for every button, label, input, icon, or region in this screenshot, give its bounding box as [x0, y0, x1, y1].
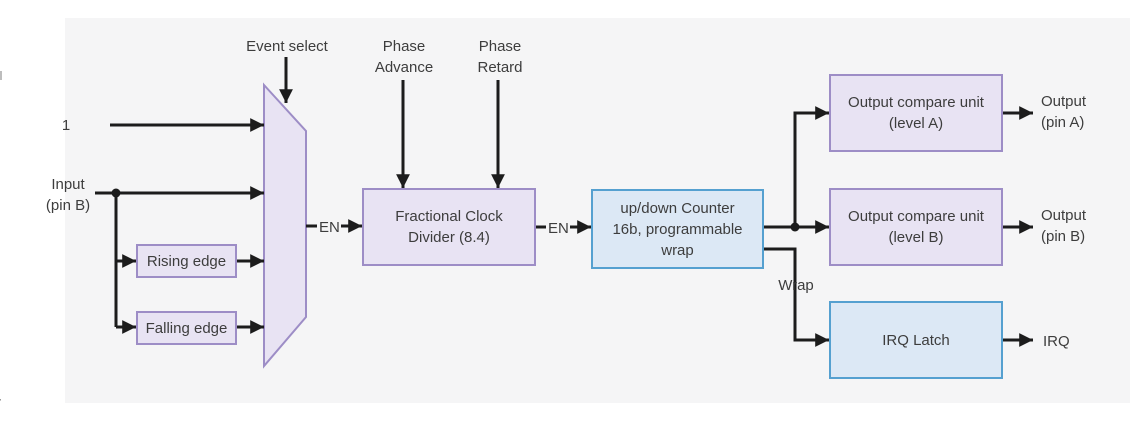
counter-label-line2: 16b, programmable — [612, 220, 743, 238]
event-select-label: Event select — [246, 38, 328, 55]
wire-counter-to-compare-a — [793, 106, 829, 227]
rising-edge-label: Rising edge — [146, 252, 227, 270]
event-mux-shape — [263, 82, 307, 369]
en-divider-out-label: EN — [548, 220, 569, 237]
output-pin-b-label: Output (pin B) — [1041, 207, 1087, 245]
irq-latch-block: IRQ Latch — [829, 301, 1003, 379]
falling-edge-label: Falling edge — [145, 319, 228, 337]
irq-label: IRQ — [1043, 333, 1070, 350]
cropped-text-sliver — [0, 71, 2, 80]
output-compare-b-block: Output compare unit (level B) — [829, 188, 1003, 266]
cropped-text-fragment: n — [0, 274, 1, 294]
divider-label-line2: Divider (8.4) — [408, 229, 490, 246]
const-one-label: 1 — [61, 117, 71, 134]
counter-label-line1: up/down Counter — [620, 199, 735, 217]
compare-a-label-line1: Output compare unit — [848, 94, 984, 111]
phase-advance-label: Phase Advance — [374, 38, 434, 76]
compare-b-label-line1: Output compare unit — [848, 208, 984, 225]
wrap-label: Wrap — [778, 277, 814, 294]
input-pin-b-label: Input (pin B) — [45, 176, 91, 214]
updown-counter-block: up/down Counter 16b, programmable wrap — [591, 189, 764, 269]
cropped-text-fragment: y — [0, 392, 1, 412]
wire-wrap-to-irq-latch — [764, 247, 829, 347]
en-mux-out-label: EN — [319, 219, 340, 236]
rising-edge-block: Rising edge — [136, 244, 237, 278]
junction-dot-counter-out — [790, 222, 800, 232]
phase-retard-label: Phase Retard — [477, 38, 523, 76]
output-pin-a-label: Output (pin A) — [1041, 93, 1087, 131]
divider-label-line1: Fractional Clock — [395, 208, 503, 225]
fractional-clock-divider-block: Fractional Clock Divider (8.4) — [362, 188, 536, 266]
falling-edge-block: Falling edge — [136, 311, 237, 345]
irq-latch-label: IRQ Latch — [882, 331, 950, 349]
counter-label-line3: wrap — [661, 241, 694, 259]
output-compare-a-block: Output compare unit (level A) — [829, 74, 1003, 152]
junction-dot-input — [111, 188, 121, 198]
compare-b-label-line2: (level B) — [888, 229, 944, 246]
compare-a-label-line2: (level A) — [888, 115, 944, 132]
